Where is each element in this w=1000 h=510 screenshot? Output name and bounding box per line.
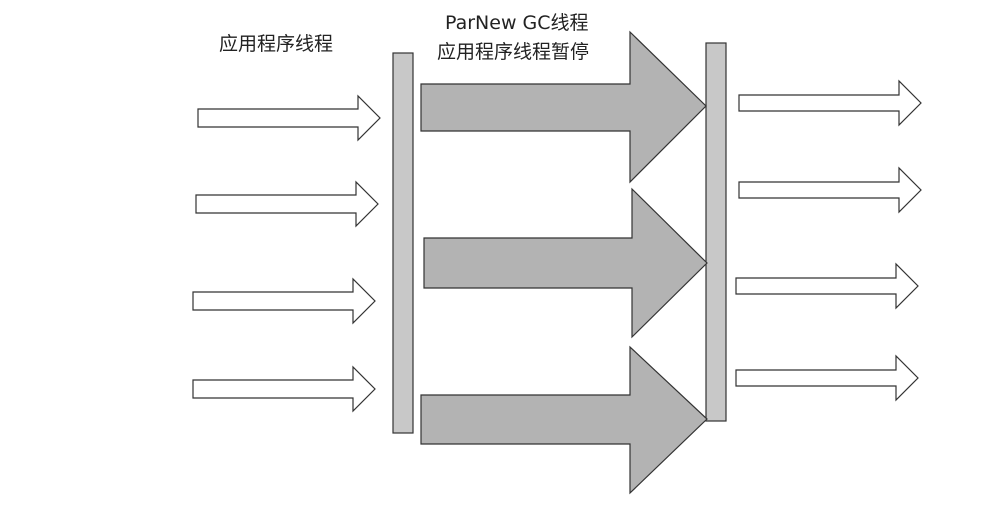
- app-threads-label: 应用程序线程: [219, 33, 333, 55]
- app-thread-arrow-4: [192, 365, 376, 413]
- gc-threads-label: ParNew GC线程: [445, 12, 589, 34]
- safepoint-barrier-right: [705, 42, 727, 422]
- app-thread-arrow-5: [738, 79, 922, 127]
- app-paused-label: 应用程序线程暂停: [437, 41, 589, 63]
- app-thread-arrow-7: [735, 262, 919, 310]
- app-thread-arrow-6: [738, 166, 922, 214]
- gc-thread-arrow-2: [423, 187, 708, 339]
- gc-thread-arrow-1: [420, 30, 707, 184]
- safepoint-barrier-left: [392, 52, 414, 434]
- app-thread-arrow-1: [197, 94, 381, 142]
- app-thread-arrow-2: [195, 180, 379, 228]
- gc-thread-arrow-3: [420, 345, 708, 495]
- app-thread-arrow-8: [735, 354, 919, 402]
- app-thread-arrow-3: [192, 277, 376, 325]
